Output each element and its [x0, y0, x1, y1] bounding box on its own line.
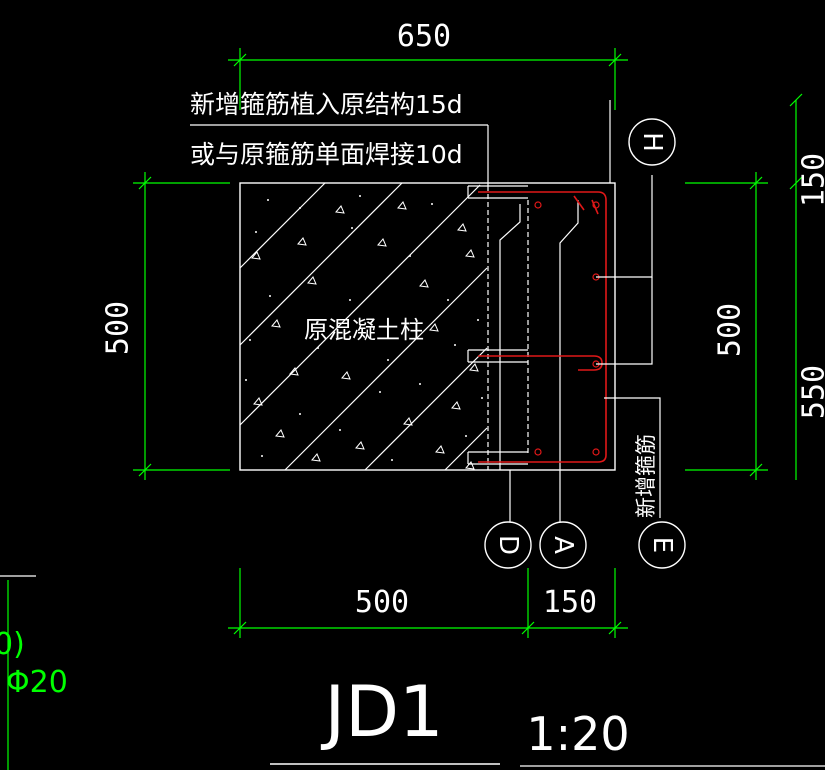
title-block: JD1 1:20: [270, 671, 825, 767]
note-line-2: 或与原箍筋单面焊接10d: [190, 140, 463, 169]
dim-right-upper: 150: [797, 153, 825, 207]
marker-e-label: E: [647, 537, 677, 553]
marker-d-label: D: [493, 535, 523, 555]
dim-top-total: 650: [397, 19, 451, 54]
leader-lines: [509, 100, 661, 522]
column-label: 原混凝土柱: [304, 316, 424, 344]
dim-right-middle: 500: [713, 303, 748, 357]
marker-e-circle: [638, 521, 686, 569]
dim-right-lower: 550: [797, 365, 825, 419]
drawing-title: JD1: [320, 671, 443, 753]
concrete-dots: [245, 195, 483, 461]
anchor-bars: [190, 124, 579, 492]
dim-bottom-left: 500: [355, 585, 409, 620]
concrete-aggregate: [251, 201, 479, 470]
rebar-points: [534, 201, 600, 456]
dim-bottom-right: 150: [543, 585, 597, 620]
concrete-hatch: [239, 182, 488, 471]
new-stirrup-label: 新增箍筋: [634, 434, 658, 518]
edge-paren: 0): [0, 627, 25, 662]
marker-h-label: H: [637, 132, 667, 152]
marker-d-circle: [484, 521, 532, 569]
grid-markers: [484, 118, 686, 569]
dimension-lines: [133, 48, 803, 638]
note-line-1: 新增箍筋植入原结构15d: [190, 90, 463, 119]
original-concrete-column: [239, 182, 616, 471]
marker-a-circle: [539, 521, 587, 569]
drawing-scale: 1:20: [526, 707, 629, 761]
edge-rebar-spec: Φ20: [6, 665, 68, 700]
marker-a-label: A: [548, 536, 578, 554]
marker-h-circle: [628, 118, 676, 166]
new-stirrup: [478, 191, 607, 463]
dim-left-height: 500: [101, 301, 136, 355]
